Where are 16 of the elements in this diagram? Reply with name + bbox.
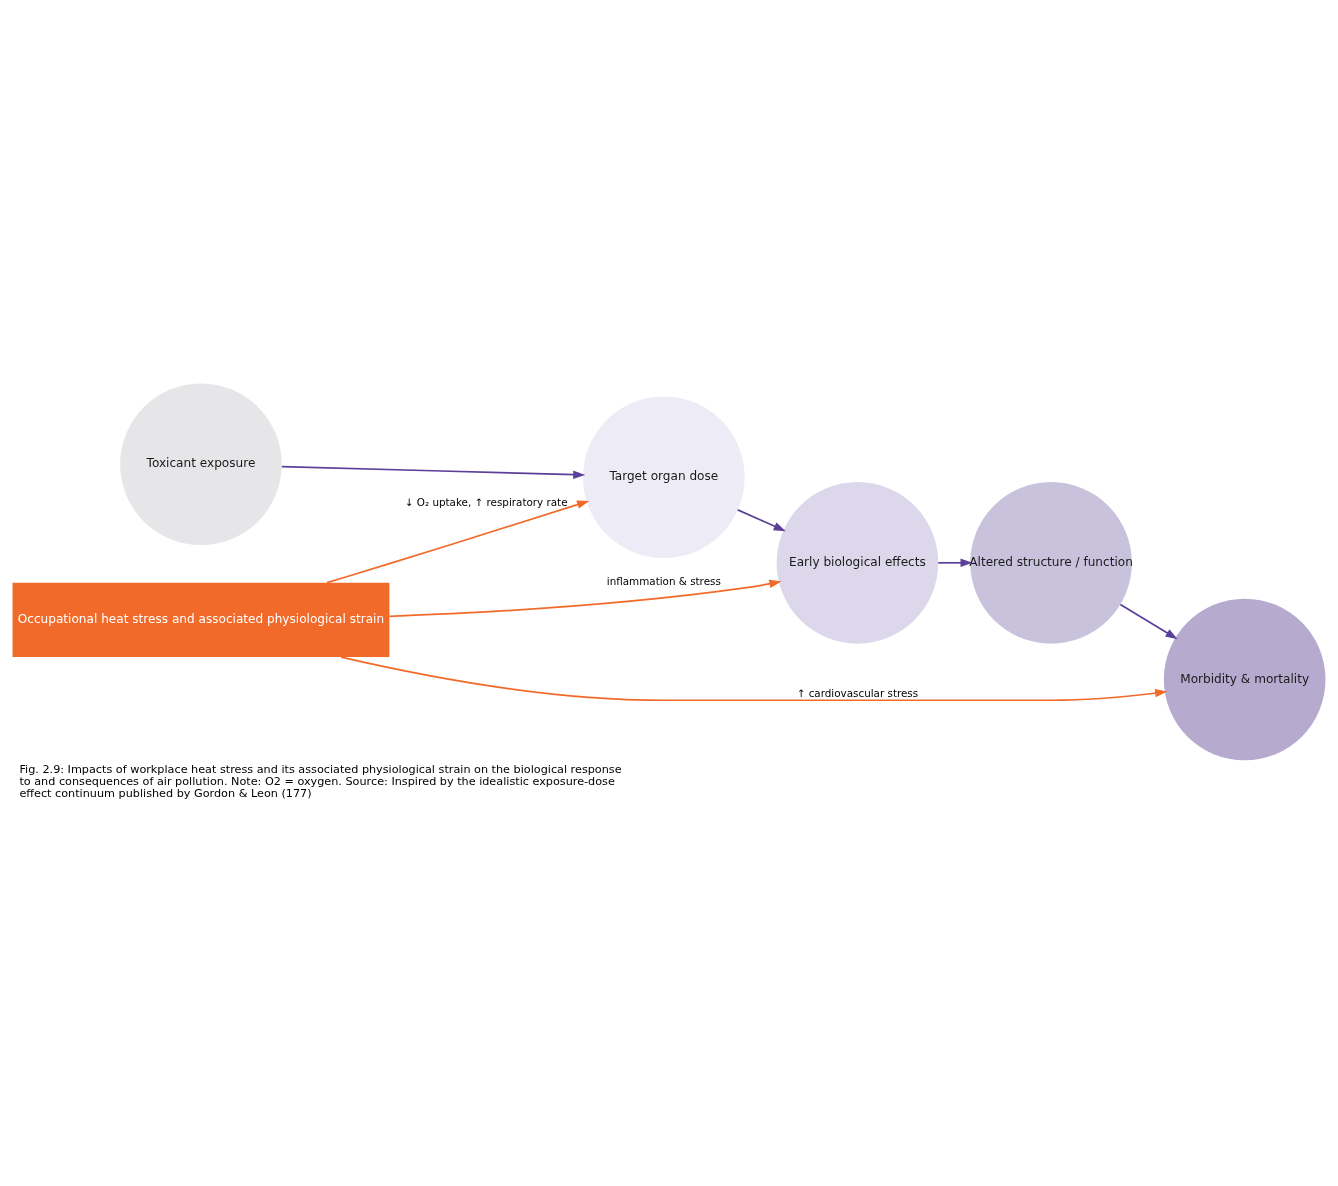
arrow [340,655,1168,701]
node-circle: Target organ dose [583,395,745,558]
arrow [281,465,586,479]
edge-label: ↑ cardiovascular stress [796,686,919,699]
arrow [1119,603,1178,639]
node-circle: Altered structure / function [970,481,1132,644]
arrow [937,558,973,567]
node-box: Occupational heat stress and associated physiological strain [12,582,390,657]
node-circle: Early biological effects [776,481,939,644]
node-circle: Toxicant exposure [120,382,282,545]
caption: Fig. 2.9: Impacts of workplace heat stress and its associated physiological strain on the biological response to and consequences of air pollution. Note: O2 = oxygen. Source: Inspired by the idealistic exposure-dose effect continuum published by Gordon & Leon (177) [19,762,622,800]
edge-label: inflammation & stress [606,574,721,587]
arrow [736,508,786,531]
arrow [326,500,590,583]
arrow [388,579,782,617]
edge-label: ↓ O₂ uptake, ↑ respiratory rate [404,495,568,508]
